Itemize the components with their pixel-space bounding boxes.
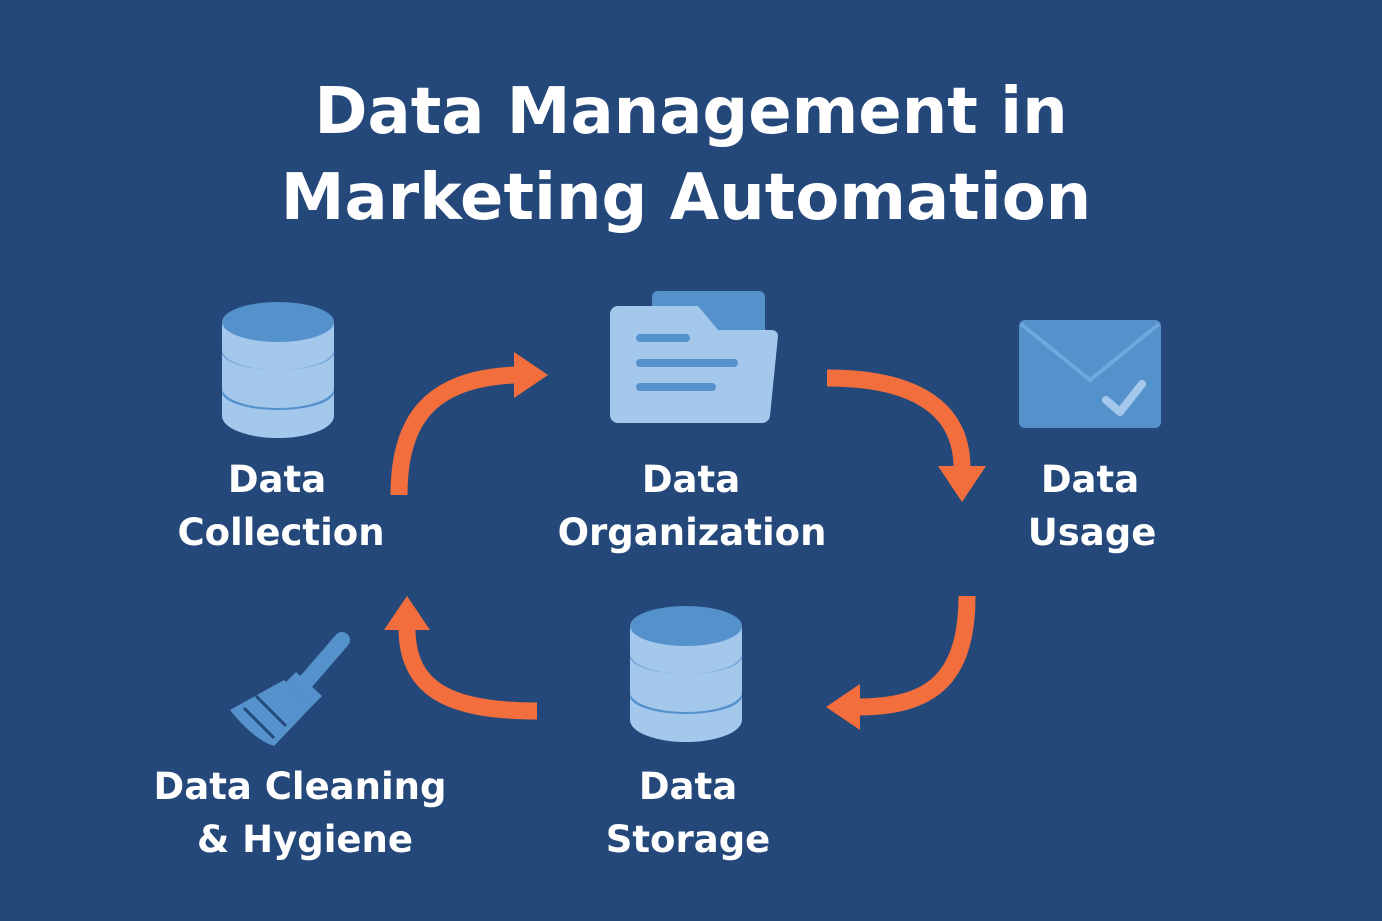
organization-label-2: Organization	[558, 511, 827, 554]
collection-label-1: Data	[228, 458, 326, 501]
usage-label-1: Data	[1041, 458, 1139, 501]
envelope-check-icon	[1019, 320, 1161, 428]
cleaning-label-2: & Hygiene	[197, 818, 413, 861]
collection-label-2: Collection	[177, 511, 384, 554]
storage-label-1: Data	[639, 765, 737, 808]
arrow-storage-to-cleaning	[384, 596, 538, 720]
arrow-collection-to-organization	[390, 352, 548, 496]
database-icon	[222, 302, 334, 438]
organization-label-1: Data	[642, 458, 740, 501]
storage-label-2: Storage	[606, 818, 771, 861]
arrow-organization-to-usage	[826, 369, 986, 502]
cleaning-label-1: Data Cleaning	[154, 765, 447, 808]
usage-label-2: Usage	[1028, 511, 1157, 554]
title-line-1: Data Management in	[314, 75, 1067, 149]
broom-icon	[230, 632, 350, 746]
database-icon	[630, 606, 742, 742]
folder-icon	[610, 291, 778, 424]
title-line-2: Marketing Automation	[281, 161, 1091, 235]
arrow-usage-to-storage	[826, 595, 976, 730]
